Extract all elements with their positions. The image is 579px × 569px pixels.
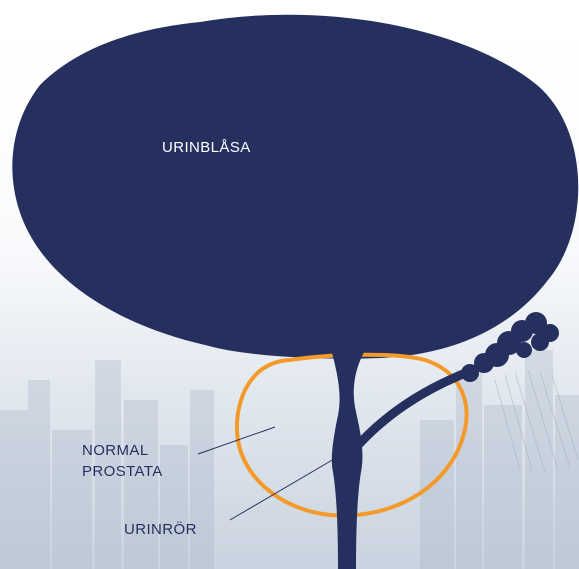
prostata-label-line1: NORMAL (82, 442, 149, 459)
bladder-label: URINBLÅSA (162, 139, 251, 156)
urethra-label: URINRÖR (124, 520, 197, 538)
prostata-label-line2: PROSTATA (82, 463, 163, 480)
